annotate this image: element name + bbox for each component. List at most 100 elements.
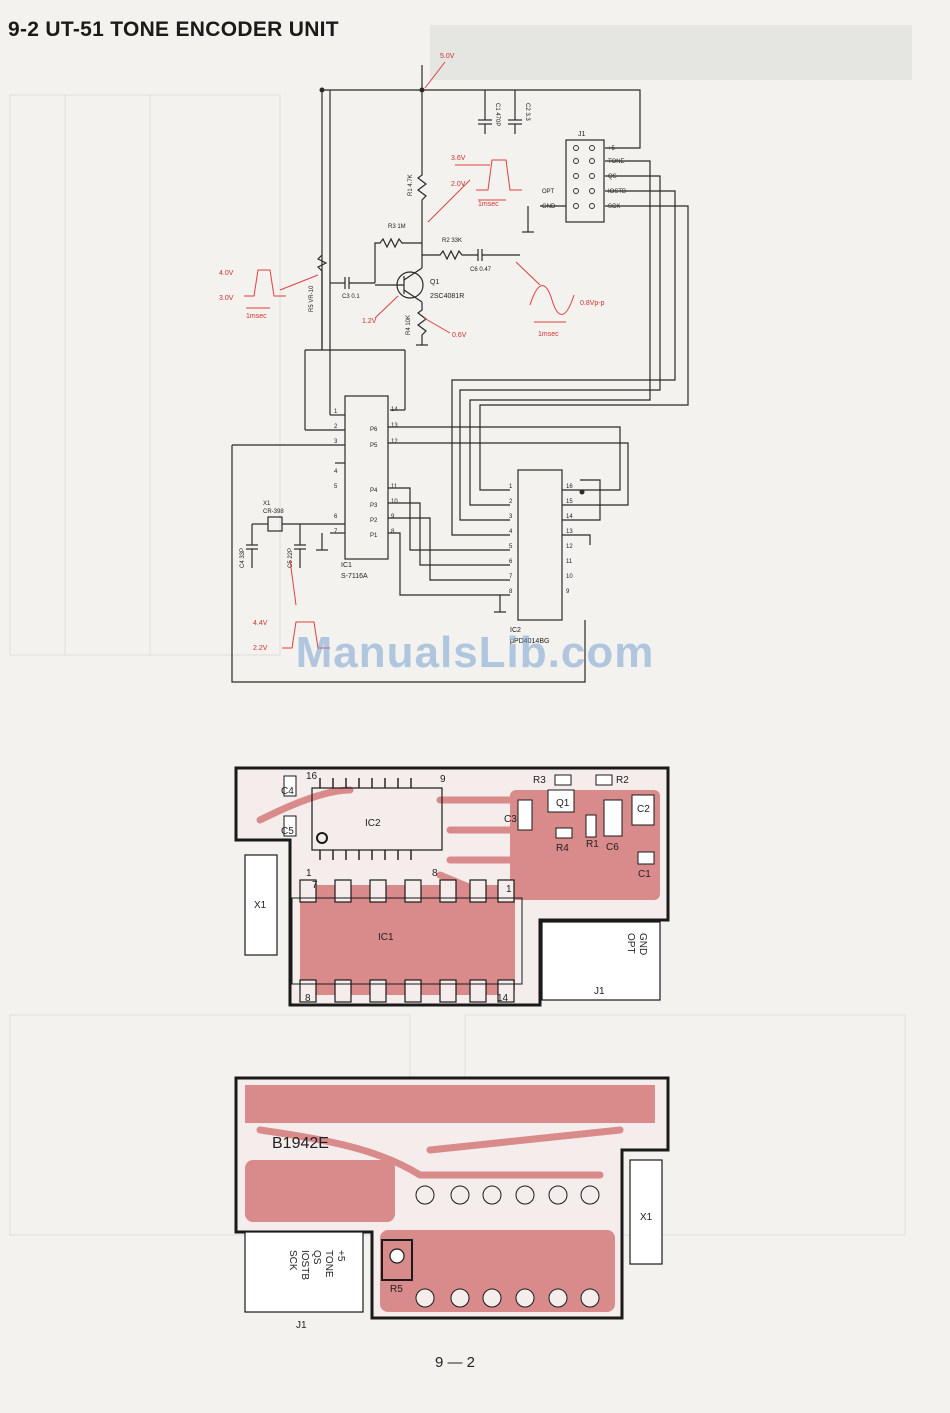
svg-text:C4: C4	[281, 786, 294, 797]
svg-text:1: 1	[506, 884, 512, 895]
svg-text:5: 5	[509, 544, 513, 550]
svg-text:R5: R5	[390, 1284, 403, 1295]
svg-text:P3: P3	[370, 503, 378, 509]
svg-text:9: 9	[566, 589, 570, 595]
j1-pin-qs: QS	[608, 174, 617, 180]
svg-text:8: 8	[305, 993, 311, 1004]
j1-pins	[573, 145, 595, 209]
c4-label: C4 33P	[240, 548, 246, 568]
svg-text:IOSTB: IOSTB	[299, 1250, 310, 1280]
j1-pin-5v: +5	[608, 146, 616, 152]
j1-gnd-label: GND	[542, 204, 556, 210]
svg-text:3: 3	[509, 514, 513, 520]
svg-text:P5: P5	[370, 443, 378, 449]
voltage-4-4v: 4.4V	[253, 620, 268, 627]
r5-label: R5 VR-10	[309, 285, 315, 312]
svg-text:C6: C6	[606, 842, 619, 853]
voltage-4-0v: 4.0V	[219, 270, 234, 277]
q1-part-label: 2SC4081R	[430, 293, 464, 300]
waveform-annotation-r5	[244, 269, 319, 309]
svg-text:8: 8	[509, 589, 513, 595]
ic1-label: IC1	[341, 562, 352, 569]
board-code: B1942E	[272, 1135, 329, 1152]
svg-text:6: 6	[334, 514, 338, 520]
svg-text:10: 10	[391, 499, 398, 505]
r4-label: R4 10K	[406, 315, 412, 335]
j1-pin-iostb: IOSTB	[608, 189, 626, 195]
faded-section-header	[430, 25, 912, 80]
r1-label: R1 4.7K	[408, 174, 414, 196]
ic2-label: IC2	[510, 627, 521, 634]
pcb-solder-side-labels: B1942E X1 R5 J1 +5 TONE QS IOSTB SCK	[272, 1135, 653, 1331]
svg-text:7: 7	[509, 574, 513, 580]
voltage-2-2v: 2.2V	[253, 645, 268, 652]
svg-text:13: 13	[391, 423, 398, 429]
svg-text:12: 12	[566, 544, 573, 550]
svg-text:13: 13	[566, 529, 573, 535]
voltage-0-6v: 0.6V	[452, 332, 467, 339]
svg-text:11: 11	[566, 559, 573, 565]
svg-text:16: 16	[306, 771, 318, 782]
svg-text:GND: GND	[637, 933, 648, 955]
c3-label: C3 0.1	[342, 294, 360, 300]
ic2-left-pin-numbers: 1 2 3 4 5 6 7 8	[509, 484, 513, 595]
voltage-1-2v: 1.2V	[362, 318, 377, 325]
svg-text:14: 14	[566, 514, 573, 520]
svg-text:14: 14	[391, 407, 398, 413]
r2-label: R2 33K	[442, 238, 462, 244]
svg-text:4: 4	[509, 529, 513, 535]
j1-opt-label: OPT	[542, 189, 555, 195]
svg-text:OPT: OPT	[625, 933, 636, 954]
manualslib-watermark: ManualsLib.com	[295, 628, 655, 677]
r3-label: R3 1M	[388, 224, 406, 230]
svg-text:1: 1	[509, 484, 513, 490]
svg-text:R3: R3	[533, 775, 546, 786]
svg-text:9: 9	[440, 774, 446, 785]
ic1-left-pin-numbers: 1 2 3 4 5 6 7	[334, 409, 338, 535]
svg-text:C1: C1	[638, 869, 651, 880]
svg-text:8: 8	[391, 529, 395, 535]
svg-text:X1: X1	[254, 900, 267, 911]
c5-label: C5 22P	[288, 548, 294, 568]
svg-text:12: 12	[391, 439, 398, 445]
voltage-2-0v: 2.0V	[451, 181, 466, 188]
svg-text:16: 16	[566, 484, 573, 490]
ic1-port-labels: P6 P5 P4 P3 P2 P1	[370, 427, 378, 539]
j1-pin-tone: TONE	[608, 159, 625, 165]
c1-label: C1 470P	[494, 103, 500, 126]
svg-text:C2: C2	[637, 804, 650, 815]
voltage-0-8vpp: 0.8Vp-p	[580, 300, 605, 307]
svg-text:P2: P2	[370, 518, 378, 524]
ic1-right-pin-numbers: 14 13 12 11 10 9 8	[391, 407, 398, 535]
svg-text:R2: R2	[616, 775, 629, 786]
ic2-part-label: μPD4014BG	[510, 638, 549, 645]
svg-text:TONE: TONE	[323, 1250, 334, 1278]
svg-text:IC2: IC2	[365, 818, 381, 829]
j1-pin-sck: SCK	[608, 204, 620, 210]
svg-text:IC1: IC1	[378, 932, 394, 943]
svg-text:1: 1	[306, 868, 312, 879]
svg-text:P1: P1	[370, 533, 378, 539]
svg-text:SCK: SCK	[287, 1250, 298, 1271]
ic2-right-pin-numbers: 16 15 14 13 12 11 10 9	[566, 484, 573, 595]
svg-text:QS: QS	[311, 1250, 322, 1265]
svg-text:2: 2	[509, 499, 513, 505]
pcb-component-side	[234, 766, 670, 1007]
svg-text:3: 3	[334, 439, 338, 445]
svg-text:P4: P4	[370, 488, 378, 494]
j1-label: J1	[578, 131, 586, 138]
q1-label: Q1	[430, 279, 439, 286]
j1-connector-box	[565, 139, 605, 223]
supply-voltage-label: 5.0V	[440, 53, 455, 60]
svg-text:C3: C3	[504, 814, 517, 825]
svg-text:14: 14	[497, 993, 509, 1004]
pcb-solder-side	[234, 1076, 670, 1320]
time-1msec-c: 1msec	[538, 331, 559, 338]
svg-text:1: 1	[334, 409, 338, 415]
waveform-annotation-x1	[282, 559, 330, 649]
svg-text:P6: P6	[370, 427, 378, 433]
page-title: 9-2 UT-51 TONE ENCODER UNIT	[8, 18, 339, 41]
svg-text:11: 11	[391, 484, 398, 490]
voltage-3-6v: 3.6V	[451, 155, 466, 162]
